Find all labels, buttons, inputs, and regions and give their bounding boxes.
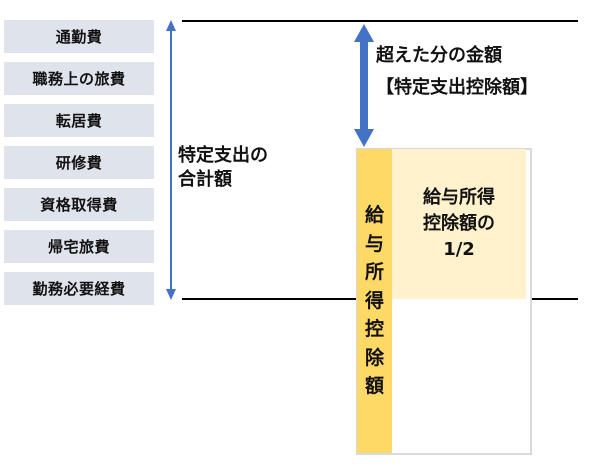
expense-item-relocation: 転居費 (4, 104, 154, 137)
expense-item-home-travel: 帰宅旅費 (4, 230, 154, 263)
expense-item-business-travel: 職務上の旅費 (4, 62, 154, 95)
excess-label-line1: 超えた分の金額 (376, 45, 502, 66)
deduction-char: 額 (364, 375, 384, 398)
half-deduction-box: 給与所得 控除額の 1/2 (392, 149, 526, 299)
deduction-char: 与 (364, 232, 384, 255)
top-reference-line (182, 20, 578, 22)
deduction-char: 控 (364, 318, 384, 341)
deduction-char: 所 (364, 261, 384, 284)
deduction-char: 得 (364, 289, 384, 312)
expense-item-commuting: 通勤費 (4, 20, 154, 53)
excess-amount-arrow (354, 24, 374, 147)
salary-income-deduction-bar: 給 与 所 得 控 除 額 (357, 149, 392, 453)
half-box-line3: 1/2 (443, 239, 475, 261)
total-specific-expenses-label: 特定支出の 合計額 (178, 144, 268, 193)
total-label-line2: 合計額 (178, 169, 232, 191)
excess-label-line2: 【特定支出控除額】 (376, 76, 538, 98)
half-box-line2: 控除額の (423, 212, 495, 234)
excess-amount-label: 超えた分の金額 【特定支出控除額】 (376, 40, 538, 103)
deduction-char: 給 (364, 204, 384, 227)
deduction-char: 除 (364, 346, 384, 369)
total-label-line1: 特定支出の (178, 145, 268, 166)
total-height-arrow (166, 20, 176, 300)
expense-list: 通勤費 職務上の旅費 転居費 研修費 資格取得費 帰宅旅費 勤務必要経費 (4, 20, 154, 307)
expense-item-work-necessities: 勤務必要経費 (4, 272, 154, 305)
half-box-line1: 給与所得 (423, 186, 495, 208)
expense-item-training: 研修費 (4, 146, 154, 179)
expense-item-qualification: 資格取得費 (4, 188, 154, 221)
